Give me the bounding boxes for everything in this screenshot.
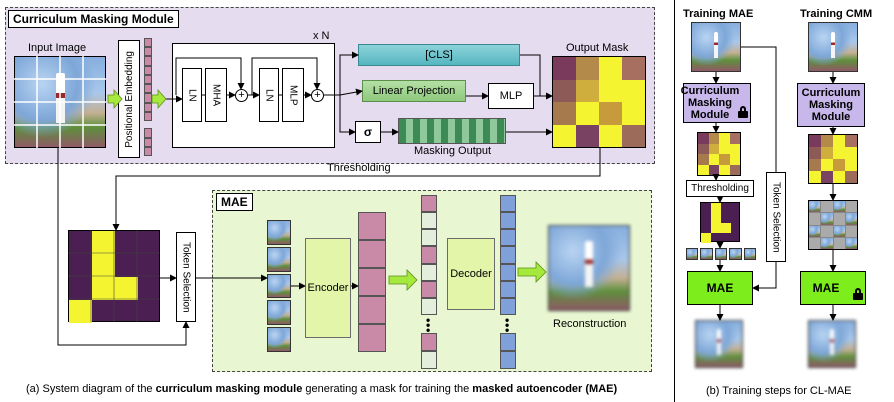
decoded-token-column-tail <box>500 333 516 369</box>
encoded-token-column <box>358 212 386 352</box>
input-image-label: Input Image <box>28 42 87 54</box>
cmm-output-mask <box>808 134 858 184</box>
mlp-box: MLP <box>488 83 534 109</box>
output-mask-heatmap <box>552 56 646 148</box>
ln2-box: LN <box>259 68 279 122</box>
masking-output-label: Masking Output <box>414 145 492 157</box>
cmm-title: Curriculum Masking Module <box>8 10 179 28</box>
training-cmm-title: Training CMM <box>800 8 873 20</box>
cmm-reconstruction-image <box>808 320 856 368</box>
mae-input-image <box>691 22 741 72</box>
caption-a: (a) System diagram of the curriculum mas… <box>26 383 618 395</box>
thresholding-label: Thresholding <box>327 162 391 174</box>
caption-b: (b) Training steps for CL-MAE <box>706 385 852 397</box>
mae-model-box: MAE <box>687 271 753 305</box>
decoder-box: Decoder <box>447 238 495 310</box>
xn-label: x N <box>313 30 330 42</box>
plus-icon: + <box>235 89 248 102</box>
ellipsis-icon: ••• <box>426 313 431 337</box>
mha-box: MHA <box>205 68 227 122</box>
encoder-box: Encoder <box>305 238 351 338</box>
training-mae-title: Training MAE <box>683 8 754 20</box>
positional-embedding-box: Positional Embedding <box>118 40 140 158</box>
positional-embedding-label: Positional Embedding <box>123 50 135 148</box>
reconstruction-label: Reconstruction <box>553 318 627 330</box>
mae-reconstruction-image <box>695 320 743 368</box>
cmm-box: Curriculum Masking Module <box>797 83 865 127</box>
lock-icon <box>853 288 863 300</box>
masking-output-stack <box>398 118 506 144</box>
sigma-icon: σ <box>355 121 381 143</box>
input-image <box>14 56 106 148</box>
lock-icon <box>738 106 748 118</box>
selected-patches <box>267 220 291 352</box>
output-mask-label: Output Mask <box>566 42 629 54</box>
right-token-selection-box: Token Selection <box>766 172 786 262</box>
mae-thresholded-mask <box>700 202 740 243</box>
cmm-input-image <box>808 22 858 72</box>
mae-selected-patches <box>686 248 757 260</box>
plus-icon: + <box>311 89 324 102</box>
decoded-token-column <box>500 195 516 315</box>
ellipsis-icon: ••• <box>505 313 510 337</box>
mask-token-column <box>421 195 437 315</box>
panel-divider <box>674 0 675 402</box>
linear-projection-bar: Linear Projection <box>362 80 466 102</box>
thresholded-mask <box>68 230 160 323</box>
cls-token-bar: [CLS] <box>358 44 520 66</box>
cmm-masked-image <box>808 200 858 250</box>
mae-thresholding-box: Thresholding <box>686 180 754 197</box>
token-selection-box: Token Selection <box>176 232 196 322</box>
mlp-block-box: MLP <box>282 68 304 122</box>
mae-cmm-box: Curriculum Masking Module <box>681 83 751 123</box>
reconstruction-image <box>548 225 630 311</box>
mae-title: MAE <box>216 193 253 211</box>
mae-output-mask <box>697 132 741 176</box>
embedding-token-strip <box>144 38 152 157</box>
ln1-box: LN <box>182 68 202 122</box>
mask-token-column-tail <box>421 333 437 369</box>
